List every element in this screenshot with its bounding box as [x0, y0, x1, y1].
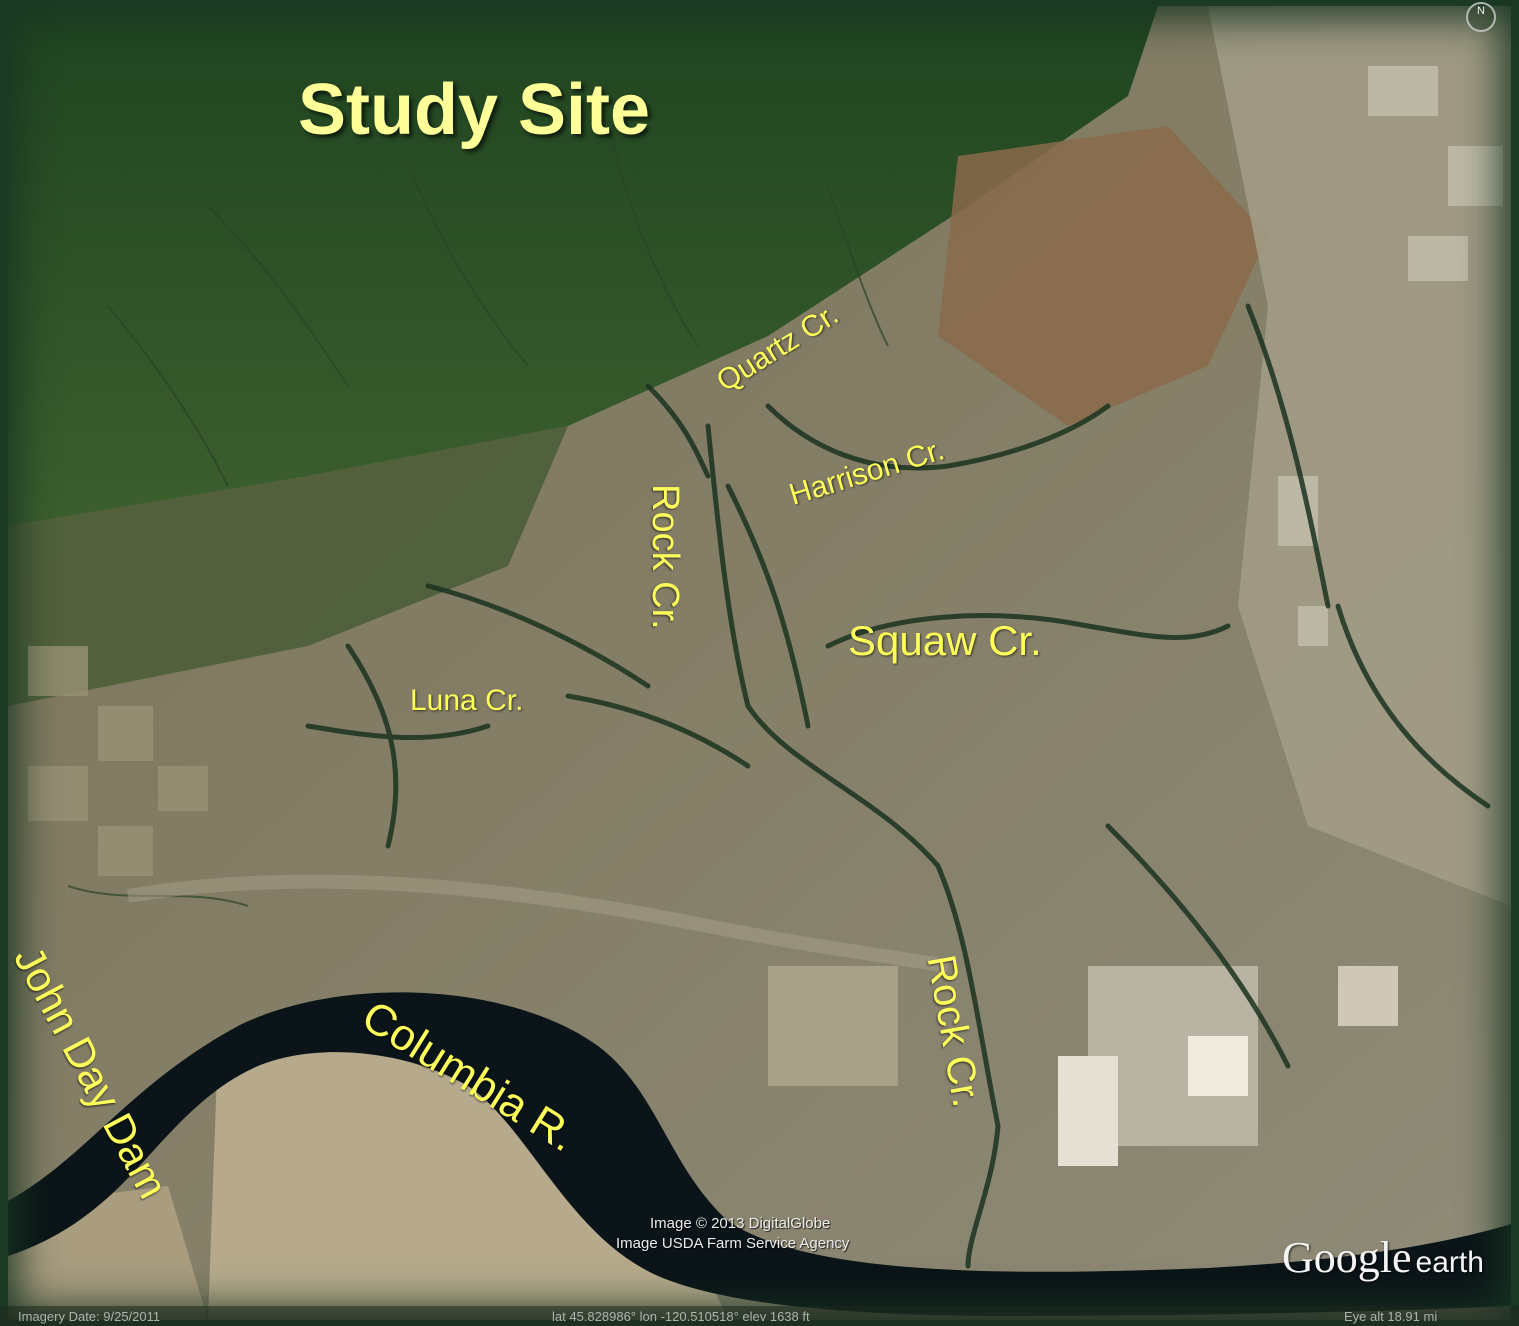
status-bar	[0, 1306, 1519, 1326]
map-title: Study Site	[298, 70, 651, 150]
google-logo-text: Google	[1282, 1233, 1412, 1282]
satellite-map[interactable]	[8, 6, 1511, 1320]
imagery-credit-digitalglobe: Image © 2013 DigitalGlobe	[650, 1215, 831, 1232]
forest-area	[8, 6, 1158, 526]
terrain-imagery	[8, 6, 1511, 1320]
creek-network	[305, 303, 1491, 1269]
imagery-date: Imagery Date: 9/25/2011	[18, 1309, 161, 1324]
eroded-highlands	[938, 126, 1268, 426]
compass-icon[interactable]: N	[1466, 2, 1496, 32]
columbia-river	[8, 992, 1511, 1316]
eye-altitude: Eye alt 18.91 mi	[1344, 1309, 1438, 1324]
imagery-credit-usda: Image USDA Farm Service Agency	[616, 1235, 850, 1252]
earth-logo-text: earth	[1415, 1246, 1484, 1279]
western-farmland	[28, 646, 208, 876]
southern-farmland	[768, 966, 1398, 1166]
south-bank	[208, 1027, 728, 1320]
label-rock-creek-upper: Rock Cr.	[644, 484, 686, 630]
compass-north-label: N	[1477, 5, 1485, 17]
eastern-farmland	[1208, 6, 1511, 906]
cursor-coordinates: lat 45.828986° lon -120.510518° elev 163…	[552, 1309, 810, 1324]
label-squaw-creek: Squaw Cr.	[848, 617, 1042, 664]
label-luna-creek: Luna Cr.	[410, 684, 524, 717]
